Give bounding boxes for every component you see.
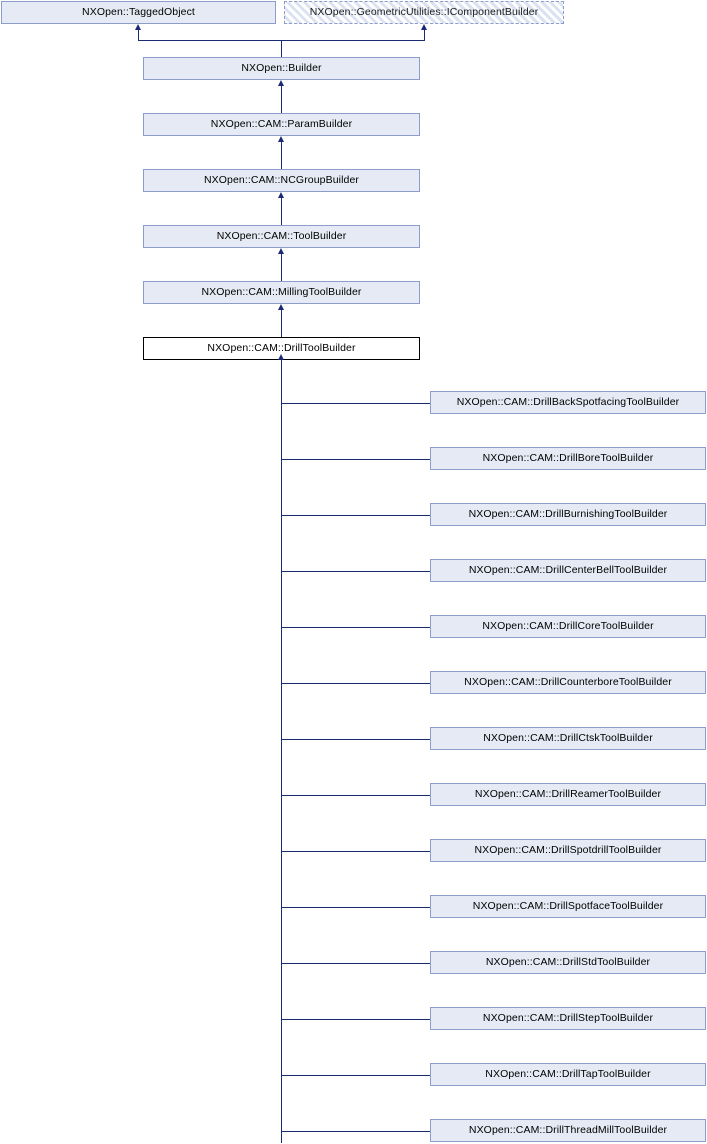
class-node-parambuilder[interactable]: NXOpen::CAM::ParamBuilder: [143, 113, 420, 136]
inheritance-arrow-icon: [277, 80, 284, 86]
class-node-descendant[interactable]: NXOpen::CAM::DrillBurnishingToolBuilder: [430, 503, 706, 526]
edge-trunk-to-descendant: [282, 1131, 430, 1132]
edge-split-bar: [138, 40, 425, 41]
edge-trunk-to-descendant: [282, 627, 430, 628]
interface-node-label: NXOpen::GeometricUtilities::IComponentBu…: [309, 6, 539, 19]
class-node-toolbuilder[interactable]: NXOpen::CAM::ToolBuilder: [143, 225, 420, 248]
class-node-label: NXOpen::CAM::ToolBuilder: [216, 230, 347, 243]
class-node-label: NXOpen::CAM::DrillToolBuilder: [207, 342, 356, 355]
class-node-label: NXOpen::CAM::DrillCoreToolBuilder: [482, 620, 654, 633]
class-node-descendant[interactable]: NXOpen::CAM::DrillSpotdrillToolBuilder: [430, 839, 706, 862]
class-node-label: NXOpen::CAM::DrillCtskToolBuilder: [483, 732, 653, 745]
class-node-descendant[interactable]: NXOpen::CAM::DrillThreadMillToolBuilder: [430, 1119, 706, 1142]
edge-parambuilder-to-builder: [281, 86, 282, 113]
class-node-descendant[interactable]: NXOpen::CAM::DrillCounterboreToolBuilder: [430, 671, 706, 694]
inheritance-arrow-icon: [277, 354, 284, 360]
edge-trunk-to-descendant: [282, 739, 430, 740]
edge-trunk-to-descendant: [282, 963, 430, 964]
edge-trunk-to-descendant: [282, 515, 430, 516]
inheritance-arrow-icon: [277, 192, 284, 198]
class-node-label: NXOpen::CAM::DrillStepToolBuilder: [482, 1012, 654, 1025]
class-node-label: NXOpen::CAM::NCGroupBuilder: [203, 174, 359, 187]
class-node-label: NXOpen::CAM::DrillCenterBellToolBuilder: [468, 564, 668, 577]
class-node-ncgroupbuilder[interactable]: NXOpen::CAM::NCGroupBuilder: [143, 169, 420, 192]
inheritance-arrow-icon: [420, 24, 427, 30]
edge-descendants-trunk: [281, 360, 282, 1143]
class-node-descendant[interactable]: NXOpen::CAM::DrillBackSpotfacingToolBuil…: [430, 391, 706, 414]
edge-toolbuilder-to-ncgroupbuilder: [281, 198, 282, 225]
class-node-label: NXOpen::CAM::MillingToolBuilder: [201, 286, 362, 299]
edge-trunk-to-descendant: [282, 795, 430, 796]
edge-trunk-to-descendant: [282, 1019, 430, 1020]
edge-builder-to-split: [281, 40, 282, 57]
edge-trunk-to-descendant: [282, 403, 430, 404]
edge-ncgroupbuilder-to-parambuilder: [281, 142, 282, 169]
class-node-descendant[interactable]: NXOpen::CAM::DrillTapToolBuilder: [430, 1063, 706, 1086]
class-node-descendant[interactable]: NXOpen::CAM::DrillReamerToolBuilder: [430, 783, 706, 806]
class-node-label: NXOpen::CAM::DrillThreadMillToolBuilder: [468, 1124, 668, 1137]
class-node-descendant[interactable]: NXOpen::CAM::DrillStepToolBuilder: [430, 1007, 706, 1030]
class-node-label: NXOpen::CAM::DrillSpotfaceToolBuilder: [472, 900, 664, 913]
inheritance-arrow-icon: [277, 304, 284, 310]
class-node-label: NXOpen::CAM::ParamBuilder: [210, 118, 353, 131]
class-node-label: NXOpen::CAM::DrillTapToolBuilder: [485, 1068, 651, 1081]
interface-node-icomponentbuilder[interactable]: NXOpen::GeometricUtilities::IComponentBu…: [284, 1, 564, 24]
class-node-descendant[interactable]: NXOpen::CAM::DrillCenterBellToolBuilder: [430, 559, 706, 582]
edge-trunk-to-descendant: [282, 571, 430, 572]
edge-trunk-to-descendant: [282, 907, 430, 908]
class-node-label: NXOpen::CAM::DrillReamerToolBuilder: [474, 788, 662, 801]
edge-trunk-to-descendant: [282, 1075, 430, 1076]
class-node-descendant[interactable]: NXOpen::CAM::DrillBoreToolBuilder: [430, 447, 706, 470]
class-node-taggedobject[interactable]: NXOpen::TaggedObject: [1, 1, 276, 24]
class-node-label: NXOpen::CAM::DrillBackSpotfacingToolBuil…: [456, 396, 680, 409]
class-node-descendant[interactable]: NXOpen::CAM::DrillStdToolBuilder: [430, 951, 706, 974]
class-node-descendant[interactable]: NXOpen::CAM::DrillCoreToolBuilder: [430, 615, 706, 638]
edge-trunk-to-descendant: [282, 459, 430, 460]
inheritance-arrow-icon: [277, 248, 284, 254]
class-node-label: NXOpen::CAM::DrillStdToolBuilder: [485, 956, 651, 969]
class-node-builder[interactable]: NXOpen::Builder: [143, 57, 420, 80]
class-node-label: NXOpen::CAM::DrillCounterboreToolBuilder: [464, 676, 672, 689]
edge-trunk-to-descendant: [282, 683, 430, 684]
class-node-label: NXOpen::CAM::DrillSpotdrillToolBuilder: [474, 844, 662, 857]
class-node-descendant[interactable]: NXOpen::CAM::DrillCtskToolBuilder: [430, 727, 706, 750]
edge-trunk-to-descendant: [282, 851, 430, 852]
inheritance-arrow-icon: [134, 24, 141, 30]
class-node-label: NXOpen::TaggedObject: [82, 6, 195, 19]
edge-drilltoolbuilder-to-millingtoolbuilder: [281, 310, 282, 337]
class-node-descendant[interactable]: NXOpen::CAM::DrillSpotfaceToolBuilder: [430, 895, 706, 918]
class-node-label: NXOpen::Builder: [241, 62, 322, 75]
inheritance-arrow-icon: [277, 136, 284, 142]
edge-millingtoolbuilder-to-toolbuilder: [281, 254, 282, 281]
edge-riser-icomponentbuilder: [424, 30, 425, 41]
class-node-label: NXOpen::CAM::DrillBoreToolBuilder: [482, 452, 654, 465]
class-node-label: NXOpen::CAM::DrillBurnishingToolBuilder: [468, 508, 668, 521]
class-node-millingtoolbuilder[interactable]: NXOpen::CAM::MillingToolBuilder: [143, 281, 420, 304]
edge-riser-taggedobject: [138, 30, 139, 41]
